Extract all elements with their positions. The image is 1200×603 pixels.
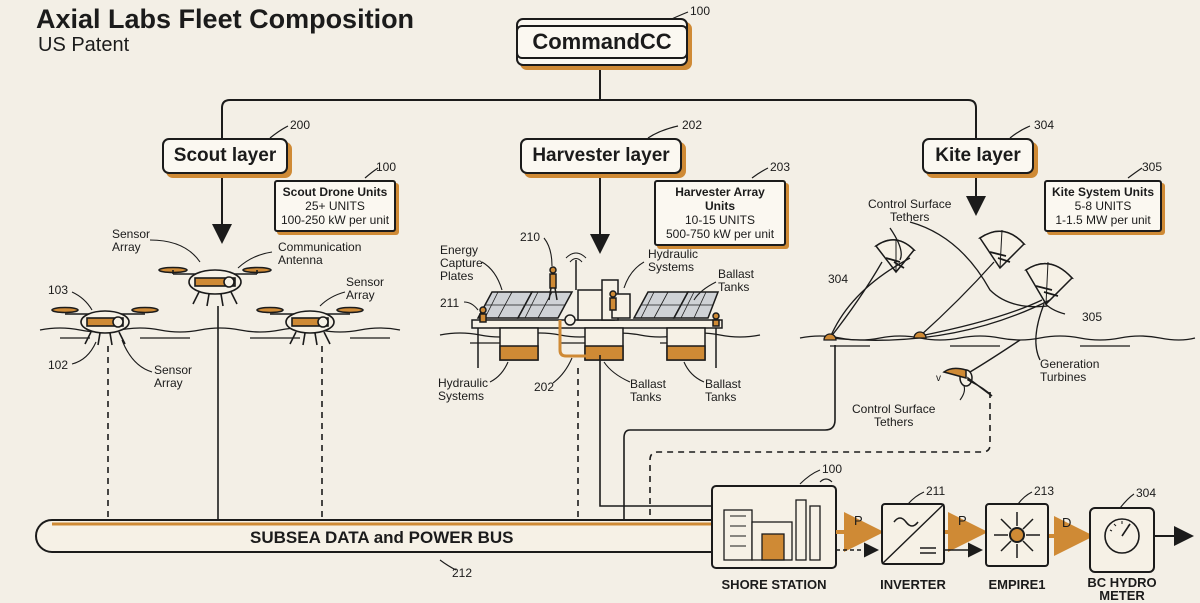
kite-spec-title: Kite System Units xyxy=(1051,185,1155,199)
inverter-label: INVERTER xyxy=(880,577,946,592)
harvester-spec-power: 500-750 kW per unit xyxy=(665,227,775,241)
bc-hydro-meter-ref: 304 xyxy=(1136,486,1157,500)
ref-202: 202 xyxy=(534,380,555,394)
command-tree xyxy=(221,62,977,138)
command-node[interactable]: CommandCC xyxy=(516,18,688,66)
flow-letter-p2: P xyxy=(958,513,967,528)
shore-station-box xyxy=(711,478,837,569)
inverter-box xyxy=(881,503,945,565)
layer-kite-ref: 304 xyxy=(1034,118,1055,132)
ref-210: 210 xyxy=(520,230,541,244)
label-control-surface-tethers-top: Control Surface Tethers xyxy=(868,197,952,224)
harvester-spec-title: Harvester Array Units xyxy=(675,185,765,213)
label-ballast-top: Ballast Tanks xyxy=(718,267,755,294)
scout-drones xyxy=(51,266,364,346)
shore-station-ref: 100 xyxy=(822,462,843,476)
scout-spec-box: Scout Drone Units 25+ UNITS 100-250 kW p… xyxy=(274,180,396,232)
label-ballast-bottom-a: Ballast Tanks xyxy=(630,377,667,404)
label-control-surface-tethers-bottom: Control Surface Tethers xyxy=(852,402,936,429)
scout-spec-ref: 100 xyxy=(376,160,397,174)
ref-103: 103 xyxy=(48,283,69,297)
command-label: CommandCC xyxy=(516,25,688,59)
bc-hydro-meter-box xyxy=(1089,507,1155,573)
subsea-bus xyxy=(35,519,837,571)
label-mark-v: v xyxy=(936,373,941,384)
label-sensor-array-right: Sensor Array xyxy=(346,275,385,302)
scout-spec-units: 25+ UNITS xyxy=(305,199,365,213)
scout-spec-power: 100-250 kW per unit xyxy=(280,213,390,227)
harvester-spec-units: 10-15 UNITS xyxy=(684,213,756,227)
kite-spec-units: 5-8 UNITS xyxy=(1074,199,1132,213)
layer-scout-ref: 200 xyxy=(290,118,311,132)
flow-arrows xyxy=(836,512,1194,558)
ref-304-kite: 304 xyxy=(828,272,849,286)
ref-leaders xyxy=(269,11,1143,179)
label-energy-capture-plates: Energy Capture Plates xyxy=(440,243,483,283)
harvester-platform xyxy=(471,252,723,368)
bc-hydro-meter-label: BC HYDRO METER xyxy=(1087,575,1157,603)
subsea-bus-ref: 212 xyxy=(452,566,473,580)
shore-station-label: SHORE STATION xyxy=(721,577,827,592)
kite-spec-power: 1-1.5 MW per unit xyxy=(1055,213,1151,227)
empire1-box xyxy=(985,503,1049,567)
label-hydraulic-top: Hydraulic Systems xyxy=(648,247,699,274)
flow-letter-d: D xyxy=(1062,515,1072,530)
label-hydraulic-bottom: Hydraulic Systems xyxy=(438,376,489,403)
underwater-turbine xyxy=(942,339,1021,401)
label-ballast-bottom-b: Ballast Tanks xyxy=(705,377,742,404)
page-subtitle: US Patent xyxy=(38,34,130,56)
page-title: Axial Labs Fleet Composition xyxy=(36,4,415,34)
harvester-spec-ref: 203 xyxy=(770,160,791,174)
ref-305-kite: 305 xyxy=(1082,310,1103,324)
kite-spec-box: Kite System Units 5-8 UNITS 1-1.5 MW per… xyxy=(1044,180,1162,232)
flow-letter-p1: P xyxy=(854,513,863,528)
label-generation-turbines: Generation Turbines xyxy=(1040,357,1100,384)
empire1-label: EMPIRE1 xyxy=(988,577,1046,592)
ref-211: 211 xyxy=(440,296,460,310)
harvester-spec-box: Harvester Array Units 10-15 UNITS 500-75… xyxy=(654,180,786,246)
layer-harvester-ref: 202 xyxy=(682,118,703,132)
layer-scout[interactable]: Scout layer xyxy=(162,138,288,174)
label-sensor-array-bottom: Sensor Array xyxy=(154,363,193,390)
kite-spec-ref: 305 xyxy=(1142,160,1163,174)
label-communication-antenna: Communication Antenna xyxy=(278,240,362,267)
buoys xyxy=(823,331,927,341)
kites xyxy=(873,229,1075,306)
scout-spec-title: Scout Drone Units xyxy=(282,185,388,199)
empire1-ref: 213 xyxy=(1034,484,1055,498)
ref-102: 102 xyxy=(48,358,69,372)
label-sensor-array-top: Sensor Array xyxy=(112,227,151,254)
subsea-bus-label: SUBSEA DATA and POWER BUS xyxy=(250,528,514,547)
layer-kite[interactable]: Kite layer xyxy=(922,138,1034,174)
command-ref: 100 xyxy=(690,4,711,18)
layer-harvester[interactable]: Harvester layer xyxy=(520,138,682,174)
inverter-ref: 211 xyxy=(926,484,946,498)
